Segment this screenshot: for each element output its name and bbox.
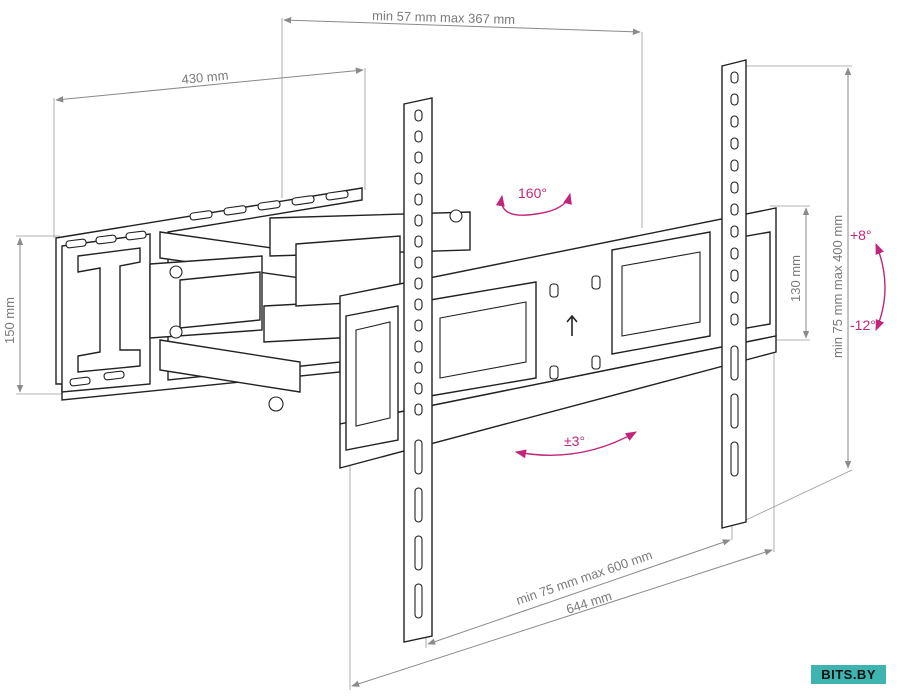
- vesa-slot: [414, 109, 423, 122]
- vesa-slot: [730, 71, 739, 84]
- vesa-slot: [730, 393, 739, 429]
- vesa-slot: [730, 247, 739, 260]
- tilt-up-label: +8°: [850, 227, 872, 243]
- rail-height-label: 130 mm: [788, 255, 803, 302]
- wall-plate-height-label: 150 mm: [2, 297, 17, 344]
- vesa-slot: [414, 277, 423, 290]
- dimension-lines: [16, 17, 852, 687]
- vesa-slot: [730, 269, 739, 282]
- vesa-slot: [414, 256, 423, 269]
- vesa-slot: [730, 93, 739, 106]
- vesa-slot: [414, 319, 423, 332]
- vesa-slot: [414, 235, 423, 248]
- vesa-slot: [730, 181, 739, 194]
- wall-plate: [55, 187, 363, 401]
- vesa-slots: [414, 71, 739, 619]
- vesa-slot: [414, 130, 423, 143]
- vesa-slot: [414, 172, 423, 185]
- vesa-slot: [414, 583, 423, 619]
- vesa-slot: [414, 439, 423, 475]
- vesa-slot: [414, 361, 423, 374]
- vesa-vertical-label: min 75 mm max 400 mm: [830, 215, 845, 358]
- vesa-slot: [414, 298, 423, 311]
- swivel-angle-label: 160°: [518, 185, 547, 201]
- up-arrow-icon: [566, 314, 578, 336]
- vesa-slot: [414, 340, 423, 353]
- total-width-label: 644 mm: [564, 588, 613, 617]
- depth-label: 430 mm: [181, 68, 229, 87]
- vesa-slot: [730, 225, 739, 238]
- vesa-slot: [730, 313, 739, 326]
- vesa-slot: [730, 137, 739, 150]
- vesa-slot: [414, 193, 423, 206]
- watermark-logo: BITS.BY: [811, 665, 886, 684]
- vesa-slot: [730, 203, 739, 216]
- level-angle-label: ±3°: [564, 433, 585, 449]
- horizontal-rail: [339, 207, 777, 469]
- vesa-slot: [730, 441, 739, 477]
- vesa-slot: [414, 151, 423, 164]
- vesa-slot: [730, 345, 739, 381]
- vesa-slot: [414, 214, 423, 227]
- extension-label: min 57 mm max 367 mm: [372, 8, 515, 27]
- vesa-slot: [730, 159, 739, 172]
- tilt-down-label: -12°: [850, 317, 876, 333]
- vesa-slot: [414, 382, 423, 395]
- vesa-slot: [730, 291, 739, 304]
- angle-indicators: [495, 192, 886, 459]
- vesa-slot: [414, 535, 423, 571]
- vesa-slot: [414, 487, 423, 523]
- vesa-slot: [730, 115, 739, 128]
- vesa-slot: [414, 403, 423, 416]
